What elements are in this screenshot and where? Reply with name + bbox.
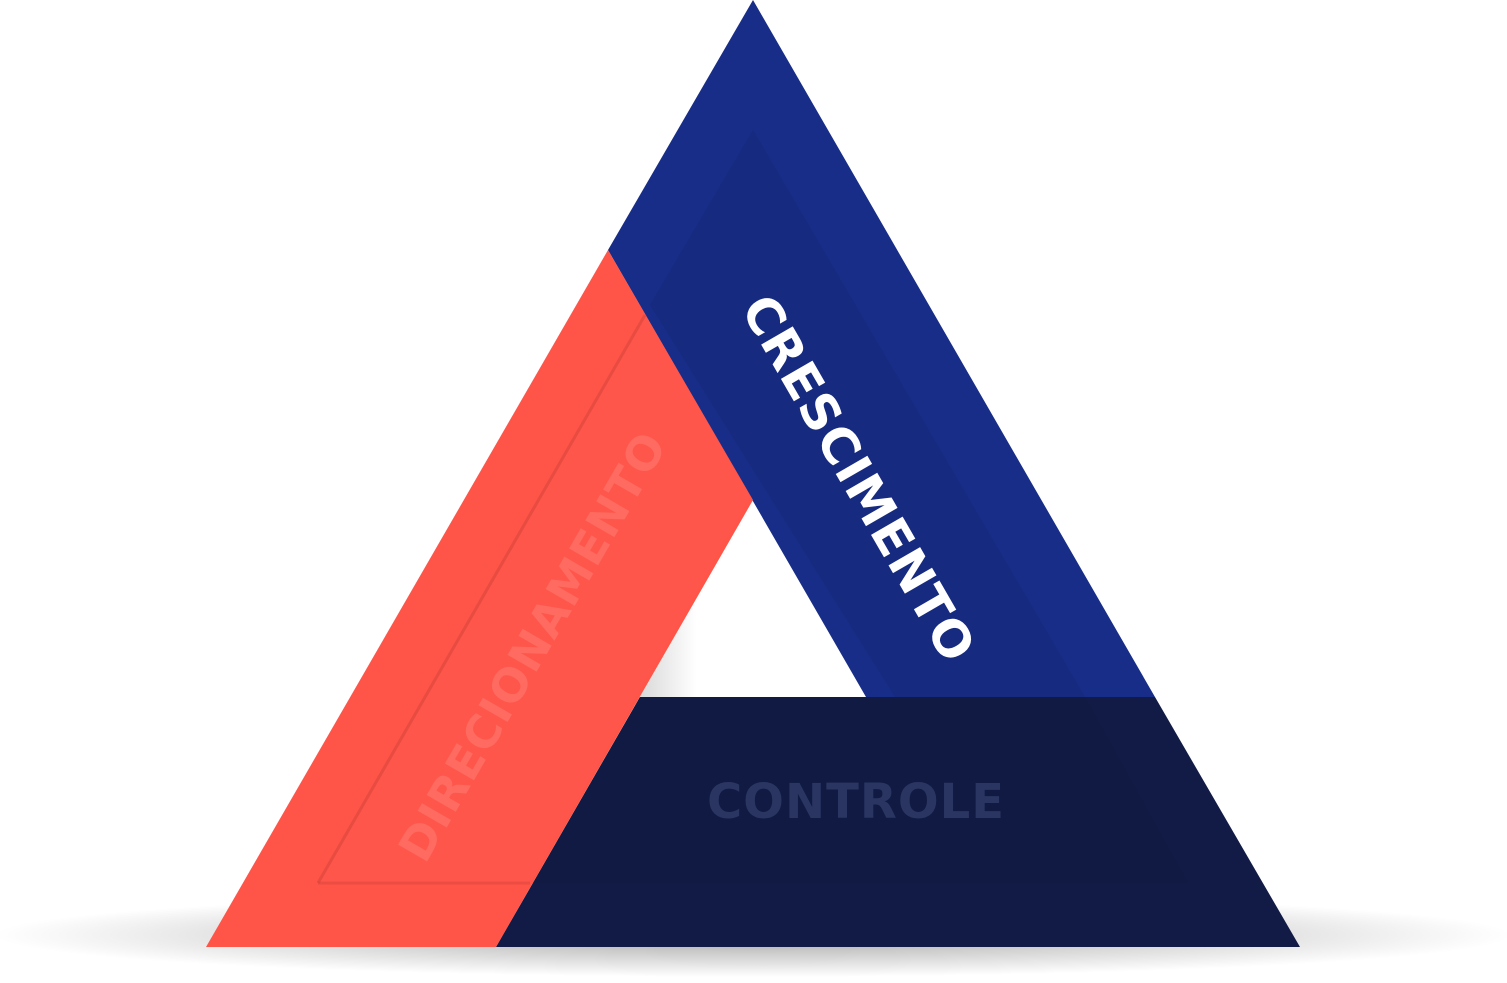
- segment-direcionamento-bevel: [318, 315, 750, 883]
- segment-controle-bevel: [533, 697, 1188, 883]
- segment-crescimento-bevel: [650, 130, 1085, 697]
- label-controle: CONTROLE: [707, 774, 1005, 830]
- hole: [640, 500, 866, 697]
- bevel-line: [316, 314, 647, 884]
